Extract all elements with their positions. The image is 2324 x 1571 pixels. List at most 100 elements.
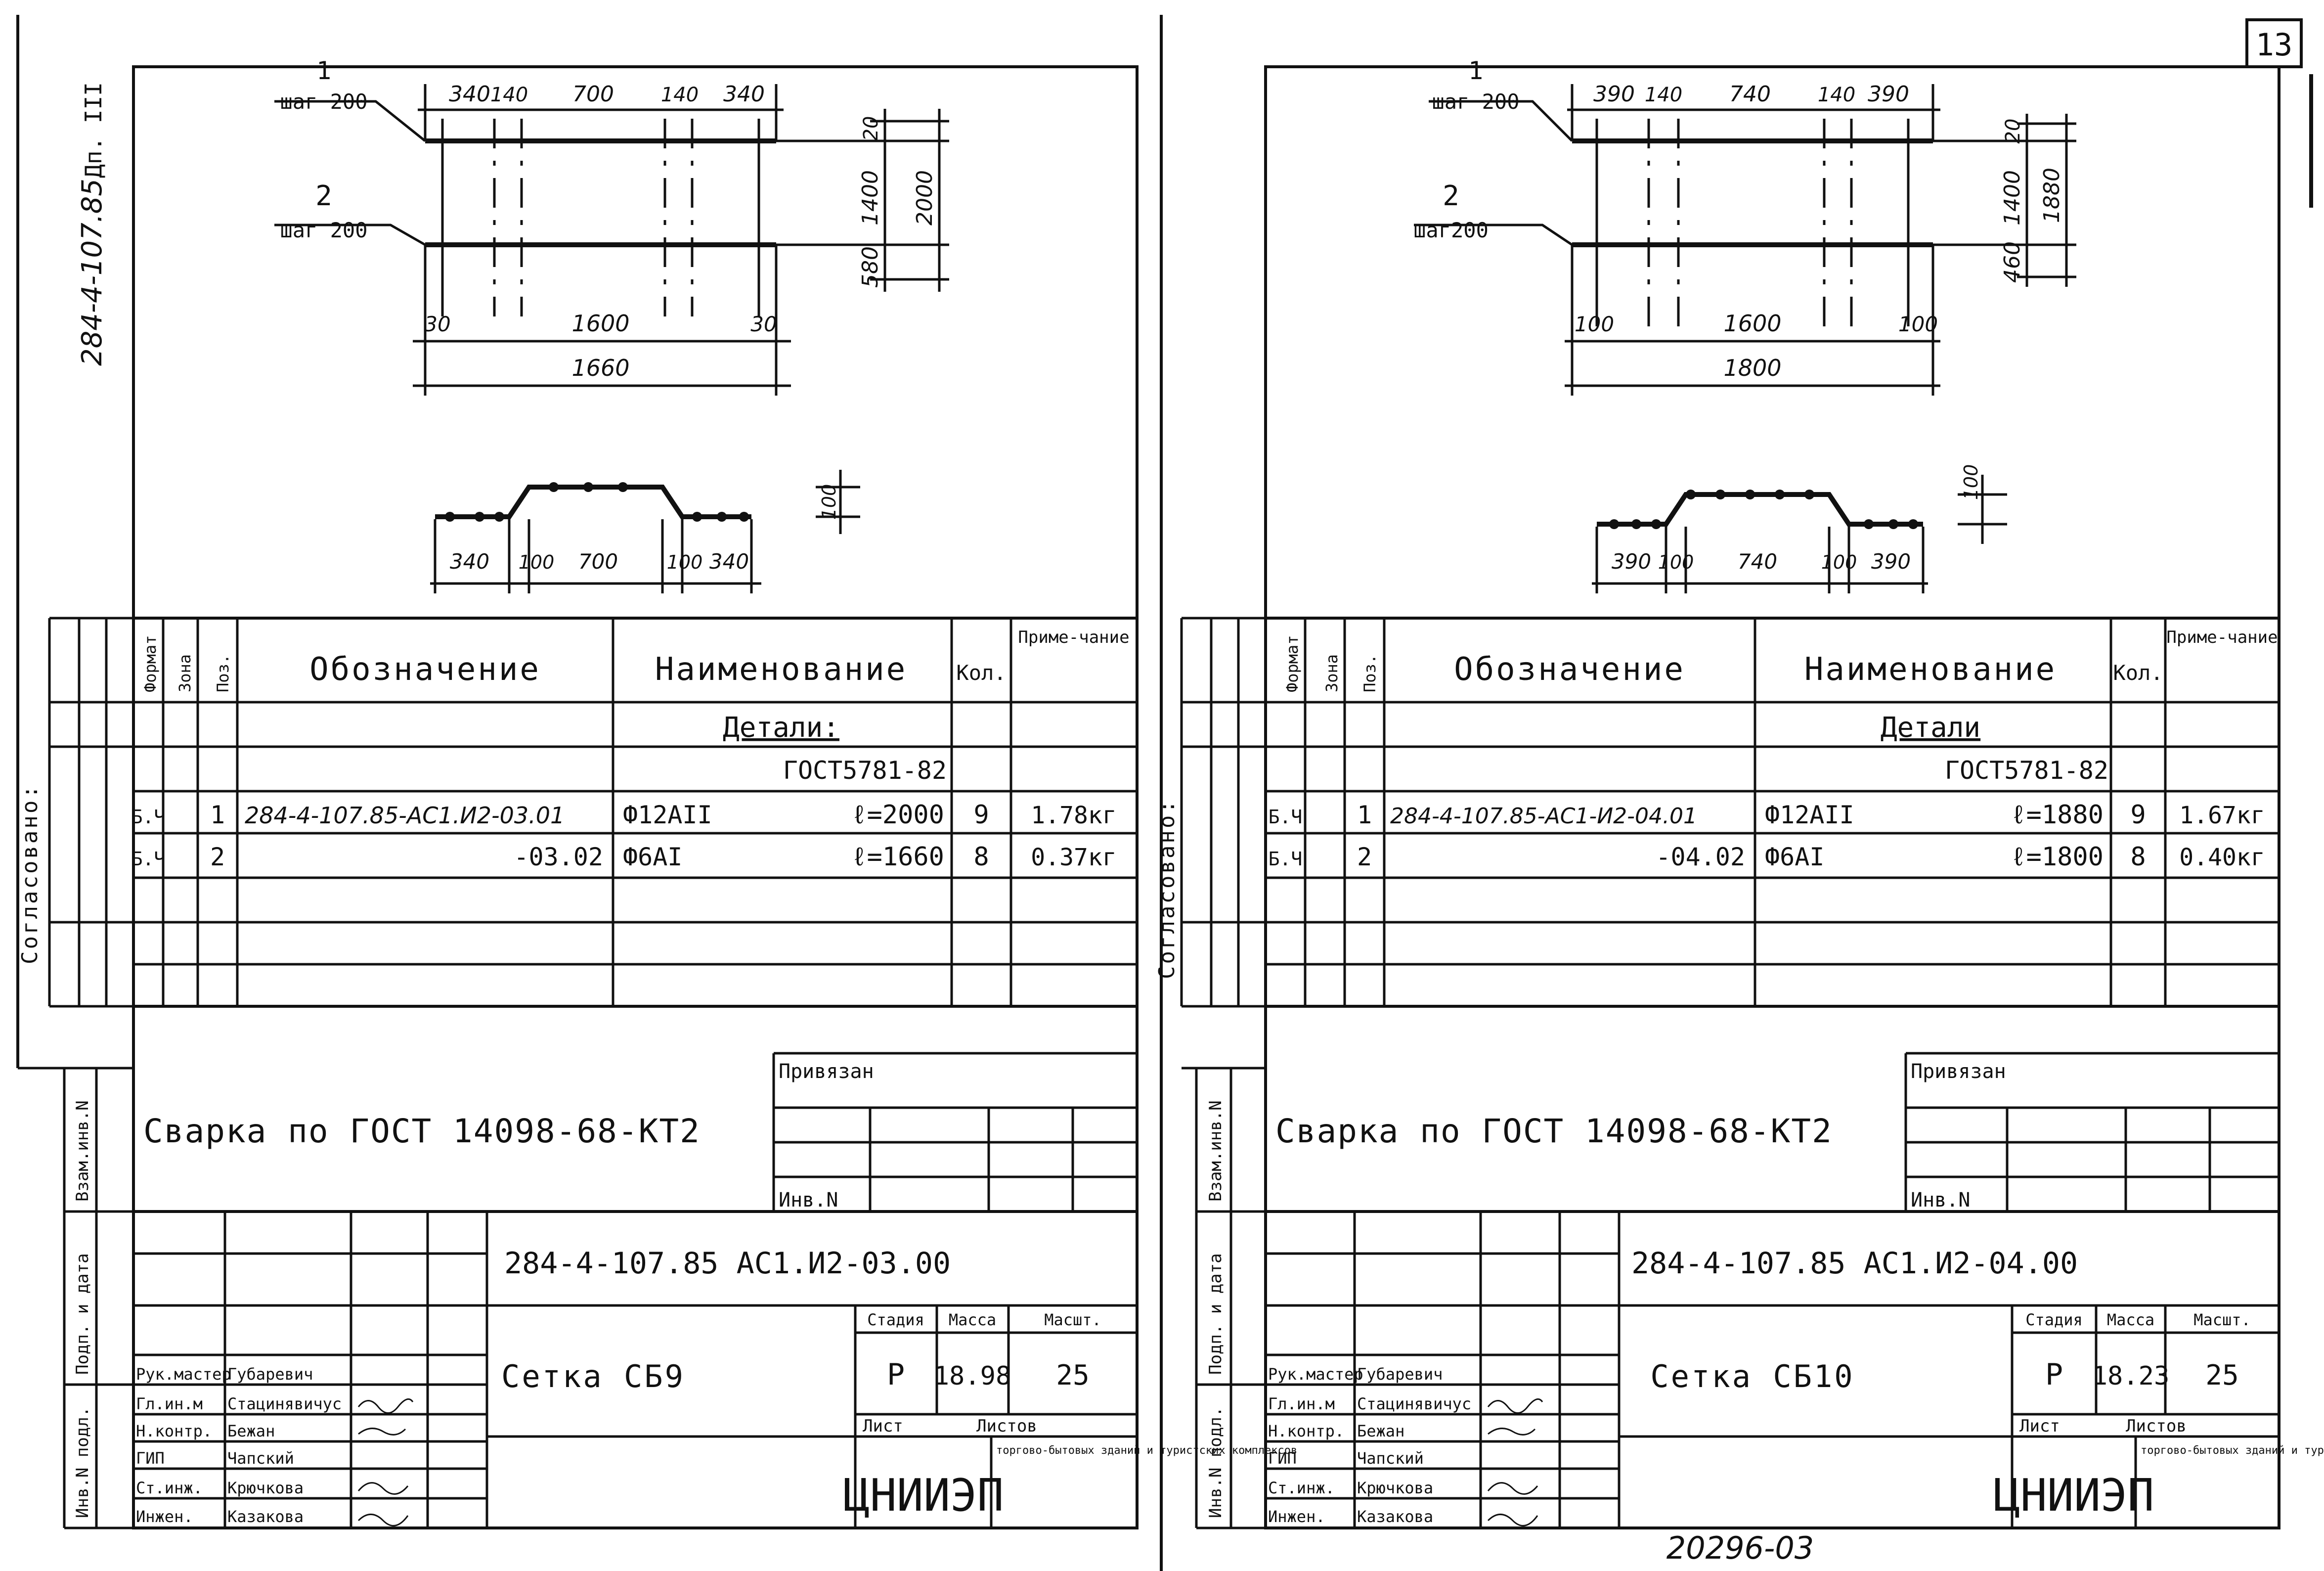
label-2-text: шаг 200 [280,218,367,242]
row1-note: 1.67кг [2179,802,2265,829]
profile-dim-5: 390 [1871,549,1911,574]
staff-role-5: Ст.инж. [1268,1479,1335,1497]
staff-role-1: Рук.мастер [1268,1365,1363,1384]
org-name: ЦНИИЭП [843,1470,1004,1522]
row2-format: Б.Ч [1269,848,1303,870]
mass-value: 18.23 [2092,1361,2170,1391]
staff-role-2: Гл.ин.м [1268,1394,1335,1413]
hdr-note: Приме-чание [1018,628,1129,647]
row2-length: ℓ=1660 [851,842,944,872]
dim-top-5: 390 [1868,82,1909,107]
staff-role-2: Гл.ин.м [136,1394,203,1413]
side-doc-code: 284-4-107.85 [76,179,108,366]
vzam-label: Взам.инв.N [1206,1100,1226,1202]
profile-dim-4: 100 [667,551,703,573]
stamp-code: 284-4-107.85 АС1.И2-03.00 [504,1246,951,1281]
sheets-label: Листов [976,1416,1037,1436]
profile-height: 100 [1960,464,1982,500]
row1-length: ℓ=1880 [2011,800,2104,830]
hdr-zone: Зона [175,654,194,692]
dim-top-1: 340 [449,82,490,107]
welding-note: Сварка по ГОСТ 14098-68-КТ2 [1275,1112,1833,1150]
row1-designation: 284-4-107.85-АС1-И2-04.01 [1390,804,1697,829]
label-2-text: шаг200 [1413,218,1489,242]
inv-label: Инв.N [779,1189,838,1212]
standard: ГОСТ5781-82 [1945,756,2108,785]
side-doc-ref: Дп. III [80,82,107,178]
left-sheet: 284-4-107.85 Дп. III [17,56,1297,1529]
row1-note: 1.78кг [1031,802,1116,829]
dim-right-2: 1400 [858,170,883,225]
staff-role-5: Ст.инж. [136,1479,203,1497]
staff-name-4: Чапский [227,1449,294,1468]
staff-role-3: Н.контр. [1268,1422,1344,1440]
section-details: Детали [1881,712,1980,744]
title-block [133,1212,1137,1528]
standard: ГОСТ5781-82 [783,756,947,785]
row2-pos: 2 [1357,843,1372,871]
hdr-format: Формат [141,635,160,692]
org-subtitle: торгово-бытовых зданий и туристских комп… [2141,1444,2324,1457]
profile-dim-1: 340 [450,549,489,574]
inv-label: Инв.N [1911,1189,1970,1212]
dim-bottom-2: 1600 [571,310,629,337]
label-1-num: 1 [316,56,331,85]
mesh-plan-2 [1572,138,1933,247]
bound-label: Привязан [1911,1060,2006,1083]
staff-role-6: Инжен. [1268,1507,1325,1526]
mass-header: Масса [2107,1310,2154,1329]
hdr-qty: Кол. [2113,661,2163,685]
sheet-label: Лист [863,1416,903,1436]
drawing-title: Сетка СБ9 [501,1358,685,1394]
vzam-label: Взам.инв.N [73,1100,92,1202]
scale-header: Масшт. [1044,1310,1101,1329]
hdr-name: Наименование [655,651,907,688]
staff-name-5: Крючкова [1357,1479,1433,1497]
dim-top-1: 390 [1593,82,1635,107]
signatures [357,1398,414,1526]
row2-name: Ф6АI [623,843,682,871]
agreed-label: Согласовано: [17,783,43,964]
spec-table [133,618,1137,1006]
stage-header: Стадия [2025,1310,2083,1329]
hdr-designation: Обозначение [1454,651,1685,688]
staff-name-4: Чапский [1357,1449,1424,1468]
staff-name-3: Бежан [1357,1422,1404,1440]
welding-note: Сварка по ГОСТ 14098-68-КТ2 [143,1112,701,1150]
row1-pos: 1 [1357,801,1372,829]
hdr-qty: Кол. [956,661,1006,685]
dim-bottom-4: 1660 [571,355,629,381]
staff-name-5: Крючкова [227,1479,304,1497]
approval-stamps-2 [1180,617,1266,1529]
dim-right-1: 20 [2002,119,2024,144]
signatures-2 [1487,1398,1543,1526]
row1-name: Ф12АII [623,801,712,829]
staff-name-2: Стацинявичус [227,1394,342,1413]
staff-name-6: Казакова [227,1507,304,1526]
row2-designation: -04.02 [1656,843,1745,871]
dim-right-1: 20 [860,116,882,141]
row1-format: Б.Ч [132,806,166,828]
label-2-num: 2 [1443,180,1459,212]
hdr-note: Приме-чание [2166,628,2278,647]
dim-top-2: 140 [490,84,528,106]
bound-block-2 [1904,1052,2279,1212]
staff-name-1: Губаревич [227,1365,313,1384]
org-name: ЦНИИЭП [1993,1470,2154,1522]
dim-bottom-1: 100 [1575,312,1614,336]
row1-name: Ф12АII [1765,801,1854,829]
drawing-title: Сетка СБ10 [1650,1358,1854,1394]
profile-dim-2: 100 [519,551,555,573]
dim-bottom-1: 30 [424,312,450,336]
hdr-format: Формат [1283,635,1302,692]
stage-header: Стадия [867,1310,924,1329]
mesh-profile-2 [1597,492,1923,527]
staff-name-6: Казакова [1357,1507,1433,1526]
staff-role-4: ГИП [1268,1449,1297,1468]
mass-header: Масса [949,1310,996,1329]
dim-top-5: 340 [723,82,765,107]
hdr-zone: Зона [1322,654,1341,692]
dim-bottom-2: 1600 [1723,310,1781,337]
staff-role-4: ГИП [136,1449,165,1468]
label-1-text: шаг 200 [1432,90,1519,114]
